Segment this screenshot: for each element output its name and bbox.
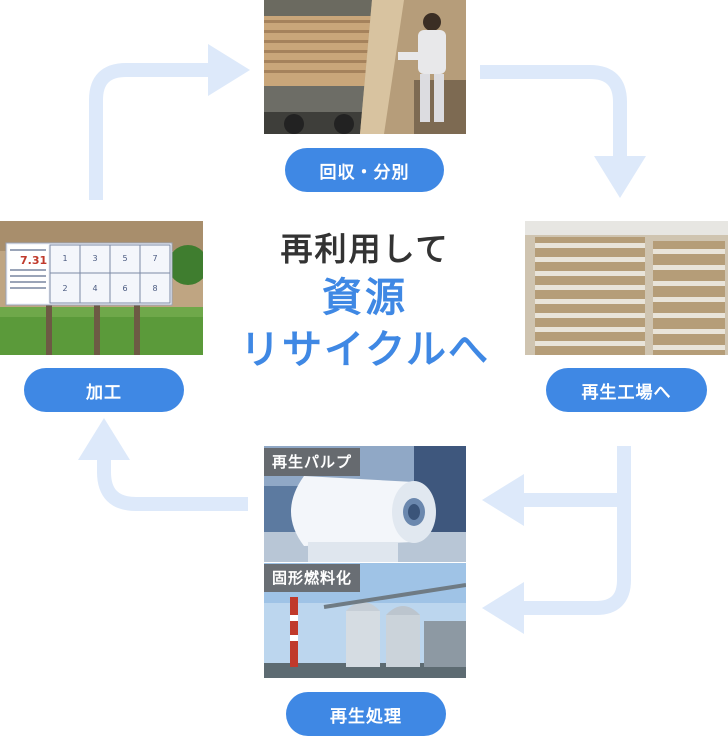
board-date: 7.31 [20, 254, 47, 267]
pulp-tag: 再生パルプ [264, 448, 361, 476]
headline-recycle: リサイクルへ [240, 327, 490, 373]
factory-photo [525, 221, 728, 355]
board-number-8: 8 [152, 284, 157, 293]
arrow-manufacture-to-collect [89, 63, 212, 200]
arrowhead-collect [208, 44, 250, 96]
step-factory-label: 再生工場へ [546, 368, 707, 412]
arrowhead-manufacture [78, 418, 130, 460]
board-number-7: 7 [152, 254, 157, 263]
arrow-collect-to-factory [480, 65, 627, 160]
pulp-photo [264, 446, 466, 562]
board-number-2: 2 [62, 284, 67, 293]
board-number-5: 5 [122, 254, 127, 263]
board-number-3: 3 [92, 254, 97, 263]
arrow-process-to-manufacture [97, 456, 248, 511]
arrowhead-factory [594, 156, 646, 198]
arrowhead-fuel [482, 582, 524, 634]
headline-resource: 資源 [322, 275, 408, 321]
collection-photo [264, 0, 466, 134]
arrowhead-pulp [482, 474, 524, 526]
headline-reuse: 再利用して [280, 230, 450, 268]
board-number-4: 4 [92, 284, 97, 293]
step-collect-label: 回収・分別 [285, 148, 444, 192]
arrow-factory-to-fuel [520, 500, 631, 615]
board-number-6: 6 [122, 284, 127, 293]
board-number-1: 1 [62, 254, 67, 263]
step-process-label: 再生処理 [286, 692, 446, 736]
arrow-factory-to-pulp [520, 446, 631, 507]
poster-board-photo: 7.31 1 3 5 7 2 4 6 8 [0, 221, 203, 355]
step-manufacture-label: 加工 [24, 368, 184, 412]
fuel-tag: 固形燃料化 [264, 564, 361, 592]
center-headline: 再利用して 資源 リサイクルへ [200, 226, 530, 376]
